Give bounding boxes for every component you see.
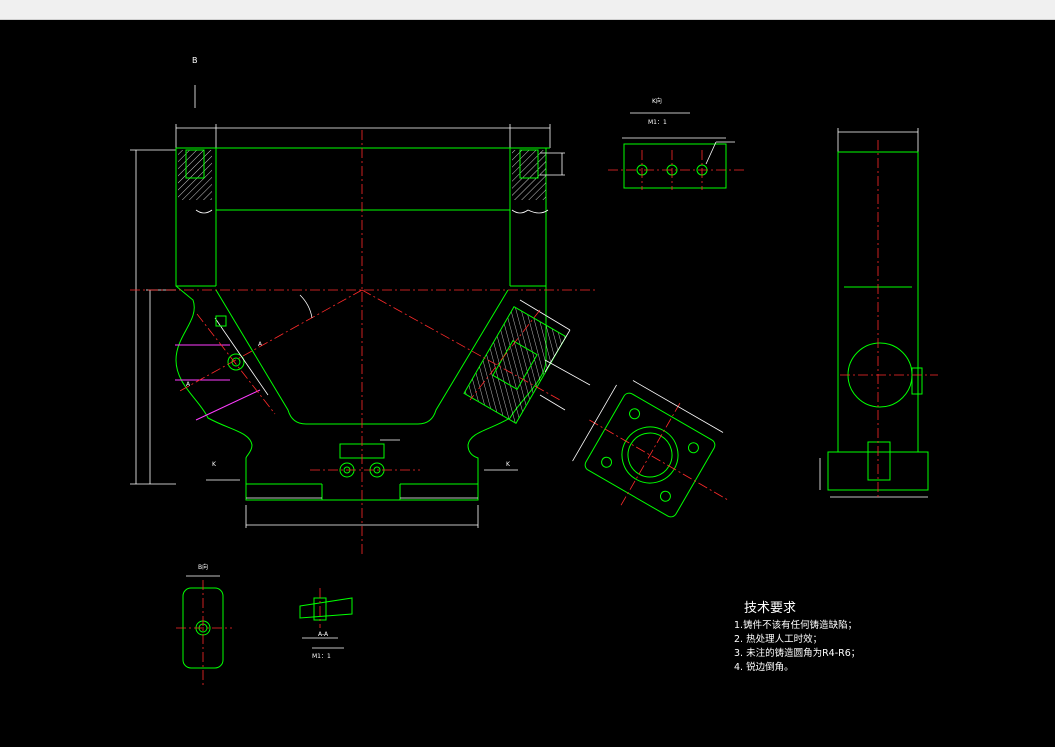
tech-req-item: 3. 未注的铸造圆角为R4-R6； bbox=[734, 647, 860, 659]
b-view-detail: B向 bbox=[176, 563, 232, 686]
tech-req-item: 1.铸件不该有任何铸造缺陷； bbox=[734, 619, 857, 631]
b-view-title: B向 bbox=[198, 563, 208, 571]
title-bar bbox=[0, 0, 1055, 20]
k-left-label: K bbox=[212, 461, 217, 468]
flange-detail-view bbox=[572, 380, 729, 518]
k-view-detail: K向 M1：1 bbox=[608, 97, 745, 190]
main-front-view: B bbox=[130, 56, 595, 556]
aa-section-title: A-A bbox=[318, 631, 329, 638]
cad-drawing-canvas: B bbox=[130, 56, 938, 686]
section-b-label: B bbox=[192, 56, 198, 65]
aa-section-scale: M1：1 bbox=[312, 653, 331, 660]
k-right-label: K bbox=[506, 461, 511, 468]
k-view-title: K向 bbox=[652, 97, 662, 105]
side-view bbox=[819, 128, 938, 500]
aa-section-detail: A-A M1：1 bbox=[299, 588, 353, 660]
main-body-outline bbox=[175, 147, 547, 501]
tech-req-title: 技术要求 bbox=[744, 601, 796, 616]
a-lower-label: A bbox=[186, 381, 191, 388]
k-view-scale: M1：1 bbox=[648, 119, 667, 126]
tech-req-item: 4. 锐边倒角。 bbox=[734, 661, 794, 673]
technical-requirements: 技术要求 1.铸件不该有任何铸造缺陷； 2. 热处理人工时效； 3. 未注的铸造… bbox=[734, 601, 860, 673]
a-upper-label: A bbox=[258, 341, 263, 348]
tech-req-item: 2. 热处理人工时效； bbox=[734, 633, 822, 645]
